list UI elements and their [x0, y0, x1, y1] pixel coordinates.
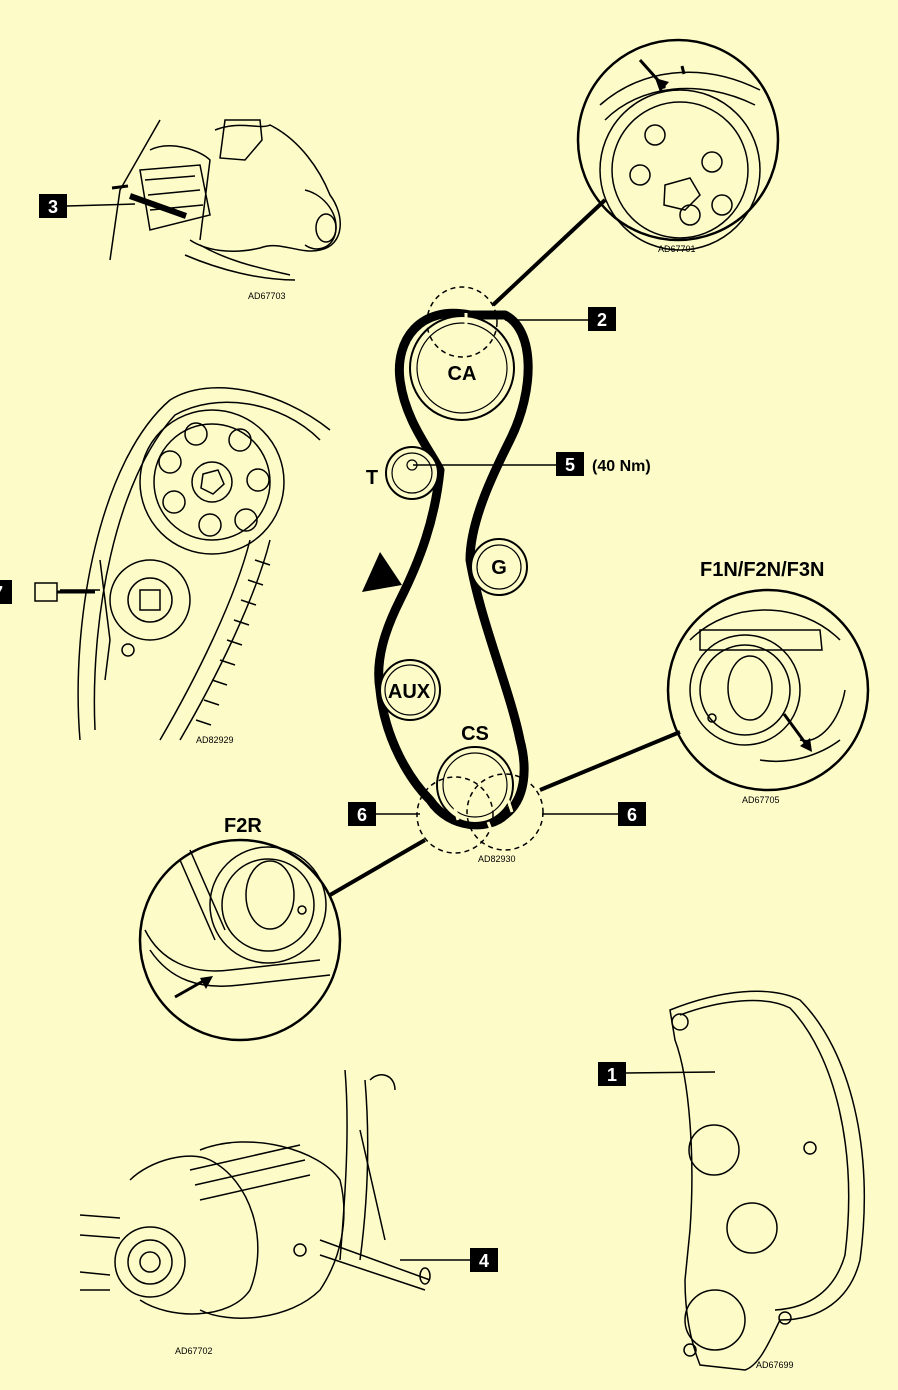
- belt-routing: [362, 286, 544, 854]
- camshaft-lock-detail: [109, 119, 341, 281]
- callout-7: 7: [0, 580, 12, 604]
- pulley-cs-label: CS: [461, 723, 489, 745]
- svg-text:5: 5: [565, 455, 575, 475]
- callout-5: 5 (40 Nm): [413, 452, 651, 476]
- callout-6-right: 6: [542, 802, 646, 826]
- pulley-g-label: G: [491, 557, 507, 579]
- svg-text:6: 6: [627, 805, 637, 825]
- crankshaft-mark-detail-f1n: [666, 588, 870, 792]
- pulley-t-label: T: [366, 467, 378, 489]
- ref-code-bottom-left: AD67702: [175, 1346, 213, 1356]
- ref-code-bottom-right: AD67699: [756, 1360, 794, 1370]
- alignment-arrow-icon: [200, 976, 213, 989]
- svg-text:1: 1: [607, 1065, 617, 1085]
- callout-6-left: 6: [348, 802, 420, 826]
- torque-spec: (40 Nm): [592, 458, 651, 475]
- pulley-ca-label: CA: [448, 363, 477, 385]
- svg-text:4: 4: [479, 1251, 489, 1271]
- svg-text:6: 6: [357, 805, 367, 825]
- ref-code-top-left: AD67703: [248, 291, 286, 301]
- callout-1: 1: [598, 1062, 716, 1086]
- callout-3: 3: [39, 194, 136, 218]
- timing-cover: [669, 990, 866, 1371]
- ref-code-mid-left: AD82929: [196, 735, 234, 745]
- alignment-arrow-icon: [655, 78, 669, 92]
- camshaft-mark-detail: [576, 38, 780, 251]
- alignment-arrow-icon: [800, 738, 812, 752]
- callout-4: 4: [400, 1248, 498, 1272]
- svg-text:3: 3: [48, 197, 58, 217]
- pump-detail: [79, 1069, 431, 1319]
- crankshaft-mark-detail-f2r: [138, 838, 342, 1042]
- svg-text:7: 7: [0, 583, 3, 603]
- variant-f2r-label: F2R: [224, 815, 262, 837]
- locking-pin: [128, 193, 188, 219]
- pulley-aux-label: AUX: [388, 681, 431, 703]
- ref-code-top-right: AD67701: [658, 244, 696, 254]
- ref-code-center: AD82930: [478, 854, 516, 864]
- callout-2: 2: [505, 307, 616, 331]
- rotation-arrow-icon: [362, 552, 402, 592]
- variant-f1n-label: F1N/F2N/F3N: [700, 559, 824, 581]
- tensioner-detail: [60, 387, 331, 741]
- ref-code-mid-right: AD67705: [742, 795, 780, 805]
- svg-text:2: 2: [597, 310, 607, 330]
- bolt: [34, 582, 95, 602]
